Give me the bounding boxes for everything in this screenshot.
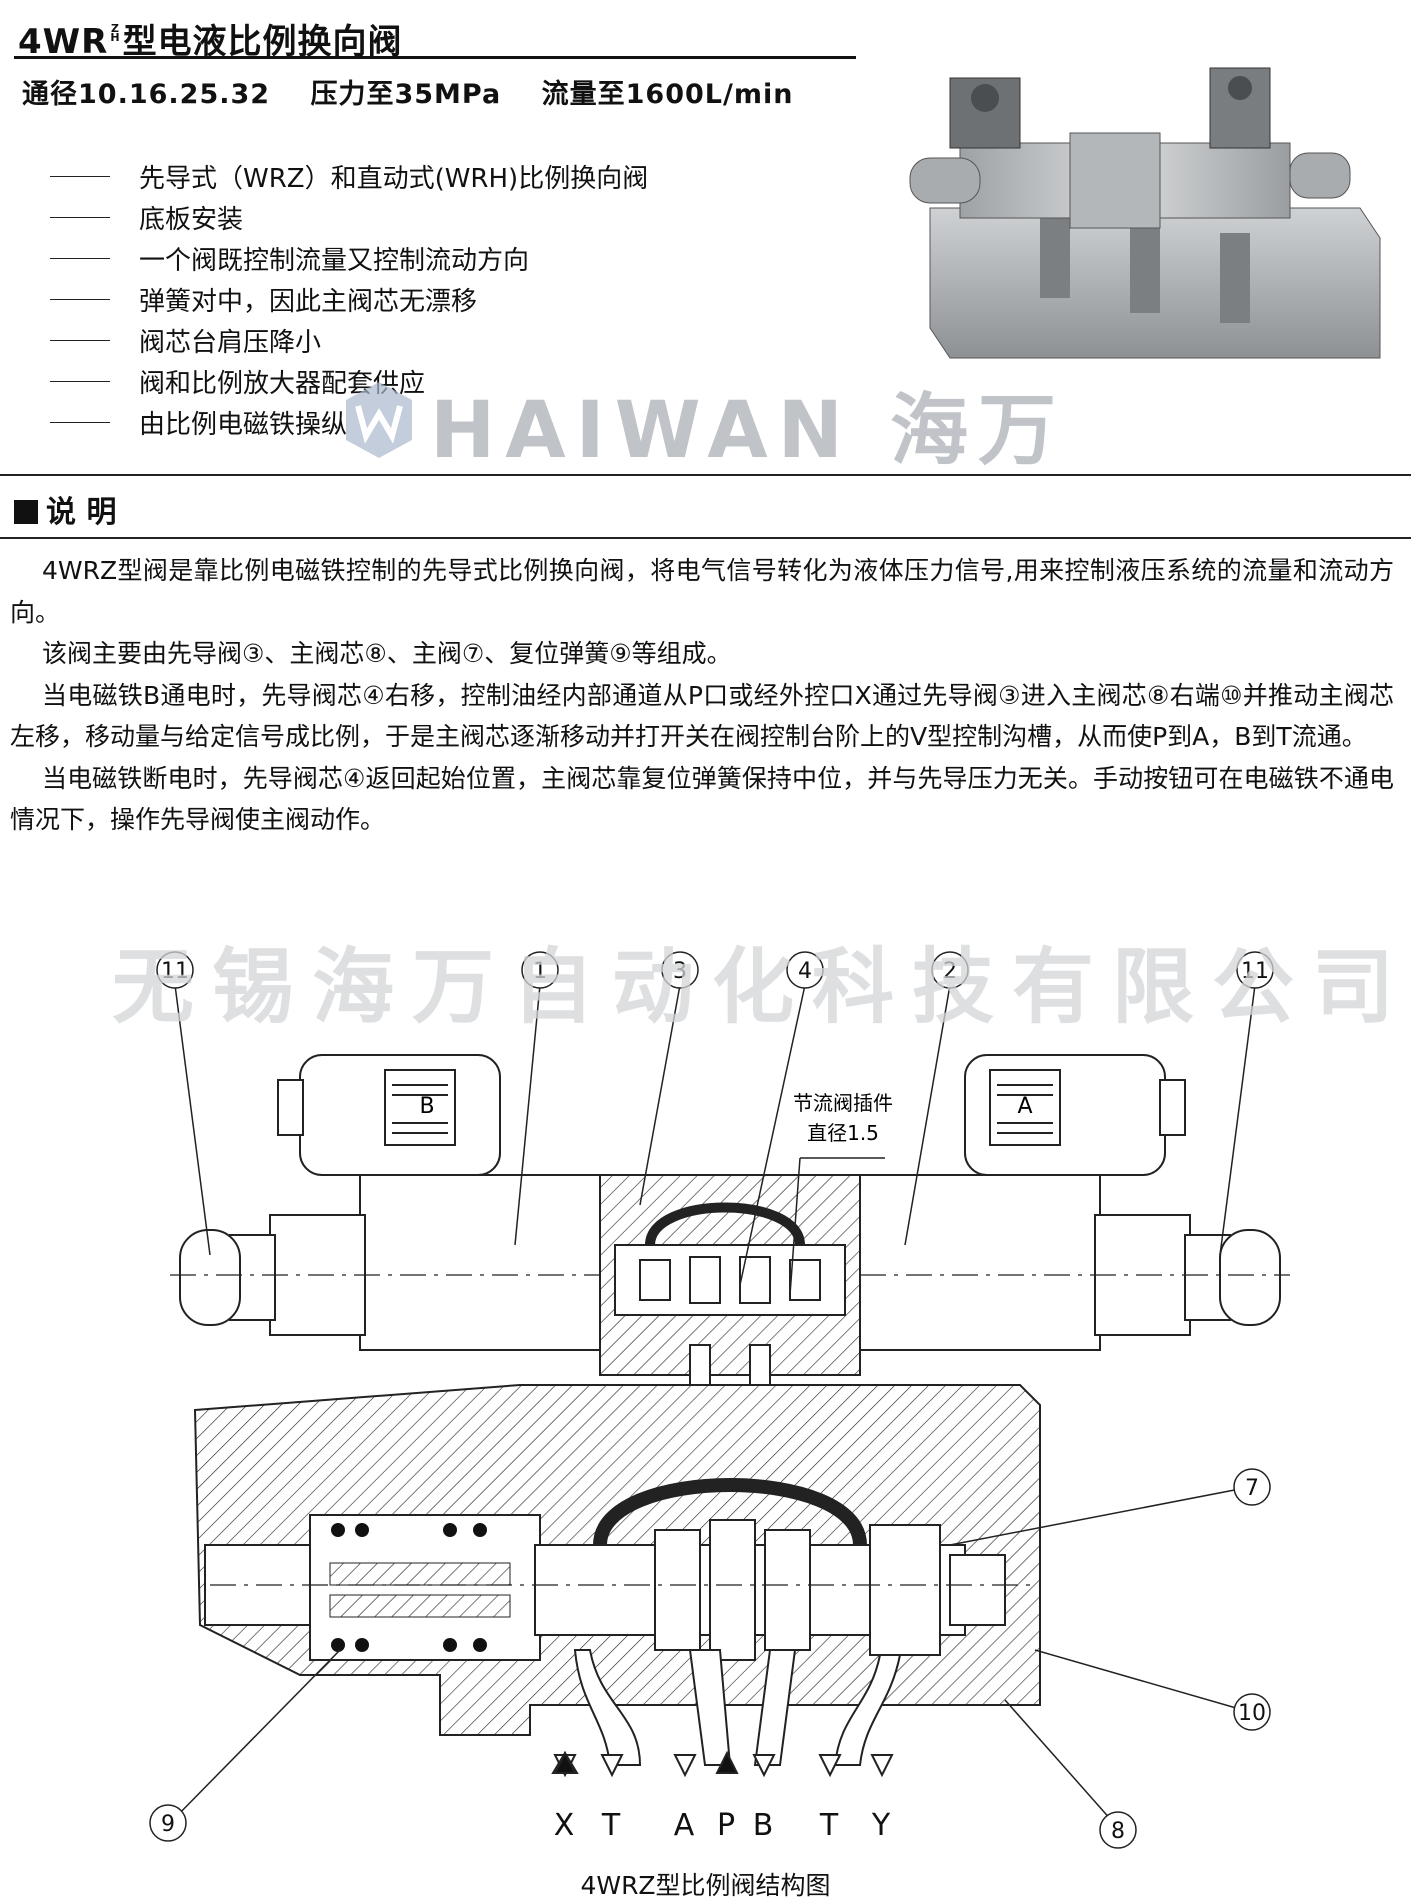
- svg-text:4: 4: [798, 959, 812, 984]
- callout-2: 2: [931, 951, 969, 989]
- port-label-p: P: [717, 1808, 737, 1843]
- port-label-a: A: [674, 1808, 697, 1843]
- port-arrow-y-6: [870, 1754, 894, 1778]
- port-label-x: X: [554, 1808, 577, 1843]
- paragraph: 当电磁铁断电时，先导阀芯④返回起始位置，主阀芯靠复位弹簧保持中位，并与先导压力无…: [10, 763, 1394, 835]
- callout-1: 1: [521, 951, 559, 989]
- callout-7: 7: [1233, 1468, 1271, 1506]
- valve-section-diagram: B A: [149, 951, 1290, 1849]
- port-arrow-group: [553, 1750, 894, 1778]
- square-bullet-icon: [14, 500, 38, 524]
- throttle-label-1: 节流阀插件: [793, 1091, 893, 1115]
- port-arrow-t-1: [600, 1754, 624, 1778]
- section-rule-top: [0, 474, 1411, 476]
- solenoid-a-label: A: [1017, 1094, 1032, 1119]
- brand-watermark: HAIWAN 海万: [430, 386, 1067, 476]
- svg-text:2: 2: [943, 959, 957, 984]
- feature-item: 由比例电磁铁操纵: [50, 402, 648, 443]
- svg-text:8: 8: [1111, 1819, 1125, 1844]
- paragraph: 4WRZ型阀是靠比例电磁铁控制的先导式比例换向阀，将电气信号转化为液体压力信号,…: [10, 556, 1394, 627]
- port-arrow-t-5: [818, 1754, 842, 1778]
- diagram-caption: 4WRZ型比例阀结构图: [580, 1871, 831, 1900]
- svg-text:10: 10: [1238, 1701, 1266, 1726]
- valve-product-photo: [909, 67, 1381, 359]
- port-label-t1: T: [601, 1808, 622, 1843]
- feature-item: 弹簧对中，因此主阀芯无漂移: [50, 279, 648, 320]
- feature-item: 一个阀既控制流量又控制流动方向: [50, 238, 648, 279]
- solenoid-b-label: B: [419, 1094, 434, 1119]
- description-text: 4WRZ型阀是靠比例电磁铁控制的先导式比例换向阀，将电气信号转化为液体压力信号,…: [10, 550, 1394, 841]
- paragraph: 当电磁铁B通电时，先导阀芯④右移，控制油经内部通道从P口或经外控口X通过先导阀③…: [10, 680, 1394, 752]
- port-label-t2: T: [819, 1808, 840, 1843]
- port-label-y: Y: [871, 1808, 892, 1843]
- callout-9: 9: [149, 1804, 187, 1842]
- section-rule-bottom: [0, 537, 1411, 539]
- svg-text:11: 11: [161, 959, 189, 984]
- port-arrow-b-4: [752, 1754, 776, 1778]
- feature-item: 阀芯台肩压降小: [50, 320, 648, 361]
- callout-11-left: 11: [156, 951, 194, 989]
- feature-item: 底板安装: [50, 197, 648, 238]
- spec-line: 通径10.16.25.32 压力至35MPa 流量至1600L/min: [22, 72, 823, 111]
- port-arrow-p-3: [715, 1750, 739, 1774]
- section-heading: 说 明: [14, 487, 116, 531]
- solenoid-a: [964, 1054, 1186, 1176]
- callout-11-right: 11: [1236, 951, 1274, 989]
- port-arrow-a-2: [673, 1754, 697, 1778]
- svg-text:3: 3: [673, 959, 687, 984]
- svg-text:1: 1: [533, 959, 547, 984]
- title-underline: [14, 56, 856, 59]
- port-label-b: B: [753, 1808, 776, 1843]
- callout-3: 3: [661, 951, 699, 989]
- svg-text:7: 7: [1245, 1476, 1259, 1501]
- port-arrow-x-0: [553, 1750, 577, 1774]
- spec-diameter: 通径10.16.25.32: [22, 79, 271, 110]
- solenoid-b: [277, 1054, 501, 1176]
- company-watermark: 无锡海万自动化科技有限公司: [112, 940, 1411, 1035]
- callout-4: 4: [786, 951, 824, 989]
- spec-flow: 流量至1600L/min: [541, 79, 794, 110]
- paragraph: 该阀主要由先导阀③、主阀芯⑧、主阀⑦、复位弹簧⑨等组成。: [42, 639, 732, 668]
- svg-text:9: 9: [161, 1812, 175, 1837]
- feature-item: 先导式（WRZ）和直动式(WRH)比例换向阀: [50, 156, 648, 197]
- throttle-label-2: 直径1.5: [807, 1121, 879, 1145]
- haiwan-logo-watermark: [346, 382, 412, 458]
- callout-10: 10: [1233, 1693, 1271, 1731]
- svg-text:11: 11: [1241, 959, 1269, 984]
- callout-group: 11 1 3 4 2 11 7 10 9 8: [149, 951, 1274, 1849]
- spec-pressure: 压力至35MPa: [310, 79, 502, 110]
- callout-8: 8: [1099, 1811, 1137, 1849]
